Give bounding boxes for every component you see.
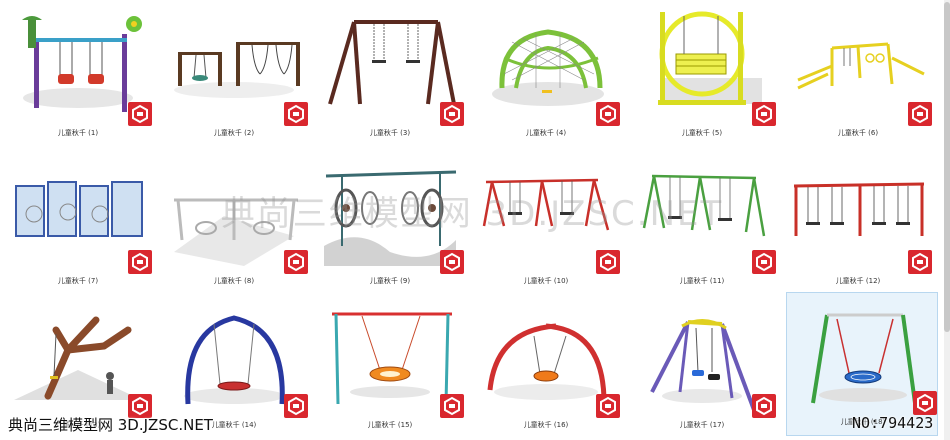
file-caption: 儿童秋千 (7) — [57, 277, 99, 285]
sketchup-file-icon — [752, 250, 776, 274]
swing-thumbnail-10 — [482, 178, 610, 231]
file-caption: 儿童秋千 (11) — [679, 277, 725, 285]
file-tile-3[interactable]: 儿童秋千 (3) — [314, 4, 466, 148]
file-caption: 儿童秋千 (13) — [55, 421, 101, 429]
swing-thumbnail-6 — [797, 42, 925, 90]
file-tile-5[interactable]: 儿童秋千 (5) — [626, 4, 778, 148]
file-tile-10[interactable]: 儿童秋千 (10) — [470, 152, 622, 296]
sketchup-file-icon — [128, 394, 152, 418]
model-number: NO:794423 — [852, 414, 934, 432]
sketchup-file-icon — [128, 102, 152, 126]
file-tile-2[interactable]: 儿童秋千 (2) — [158, 4, 310, 148]
swing-thumbnail-9 — [324, 170, 457, 266]
swing-thumbnail-4 — [492, 29, 604, 106]
sketchup-file-icon — [596, 102, 620, 126]
file-caption: 儿童秋千 (1) — [57, 129, 99, 137]
file-tile-11[interactable]: 儿童秋千 (11) — [626, 152, 778, 296]
swing-thumbnail-15 — [332, 312, 452, 405]
file-caption: 儿童秋千 (3) — [369, 129, 411, 137]
sketchup-file-icon — [752, 394, 776, 418]
file-tile-13[interactable]: 儿童秋千 (13) — [2, 296, 154, 440]
file-caption: 儿童秋千 (10) — [523, 277, 569, 285]
file-caption: 儿童秋千 (12) — [835, 277, 881, 285]
file-caption: 儿童秋千 (8) — [213, 277, 255, 285]
swing-thumbnail-14 — [184, 315, 285, 405]
sketchup-file-icon — [913, 391, 937, 415]
swing-thumbnail-13 — [14, 316, 142, 400]
file-tile-14[interactable]: 儿童秋千 (14) — [158, 296, 310, 440]
file-caption: 儿童秋千 (6) — [837, 129, 879, 137]
file-tile-17[interactable]: 儿童秋千 (17) — [626, 296, 778, 440]
sketchup-file-icon — [752, 102, 776, 126]
file-caption: 儿童秋千 (15) — [367, 421, 413, 429]
file-tile-8[interactable]: 儿童秋千 (8) — [158, 152, 310, 296]
sketchup-file-icon — [596, 394, 620, 418]
file-caption: 儿童秋千 (4) — [525, 129, 567, 137]
file-caption: 儿童秋千 (9) — [369, 277, 411, 285]
file-caption: 儿童秋千 (16) — [523, 421, 569, 429]
file-tile-15[interactable]: 儿童秋千 (15) — [314, 296, 466, 440]
scrollbar-thumb[interactable] — [944, 2, 950, 332]
sketchup-file-icon — [596, 250, 620, 274]
swing-thumbnail-11 — [642, 174, 766, 237]
file-caption: 儿童秋千 (17) — [679, 421, 725, 429]
file-tile-12[interactable]: 儿童秋千 (12) — [782, 152, 934, 296]
sketchup-file-icon — [908, 250, 932, 274]
swing-thumbnail-7 — [15, 181, 143, 237]
file-tile-16[interactable]: 儿童秋千 (16) — [470, 296, 622, 440]
file-tile-6[interactable]: 儿童秋千 (6) — [782, 4, 934, 148]
swing-thumbnail-17 — [650, 319, 756, 411]
swing-thumbnail-12 — [793, 182, 925, 236]
file-caption: 儿童秋千 (5) — [681, 129, 723, 137]
sketchup-file-icon — [440, 250, 464, 274]
sketchup-file-icon — [284, 394, 308, 418]
sketchup-file-icon — [128, 250, 152, 274]
file-tile-7[interactable]: 儿童秋千 (7) — [2, 152, 154, 296]
swing-thumbnail-1 — [22, 16, 142, 112]
file-tile-9[interactable]: 儿童秋千 (9) — [314, 152, 466, 296]
swing-thumbnail-2 — [174, 42, 300, 98]
site-watermark-footer: 典尚三维模型网 3D.JZSC.NET — [8, 416, 213, 434]
sketchup-file-icon — [440, 102, 464, 126]
file-caption: 儿童秋千 (14) — [211, 421, 257, 429]
file-caption: 儿童秋千 (2) — [213, 129, 255, 137]
sketchup-file-icon — [284, 250, 308, 274]
swing-thumbnail-18 — [811, 313, 917, 404]
vertical-scrollbar[interactable] — [944, 0, 950, 440]
swing-thumbnail-16 — [487, 323, 607, 400]
swing-thumbnail-8 — [174, 198, 298, 266]
sketchup-file-icon — [908, 102, 932, 126]
file-tile-4[interactable]: 儿童秋千 (4) — [470, 4, 622, 148]
swing-thumbnail-5 — [658, 11, 762, 105]
sketchup-file-icon — [284, 102, 308, 126]
swing-thumbnail-3 — [328, 20, 456, 105]
sketchup-file-icon — [440, 394, 464, 418]
file-tile-1[interactable]: 儿童秋千 (1) — [2, 4, 154, 148]
file-tile-18[interactable]: 儿童秋千 (18) — [786, 292, 938, 436]
file-caption: 儿童秋千 (18) — [840, 418, 886, 426]
